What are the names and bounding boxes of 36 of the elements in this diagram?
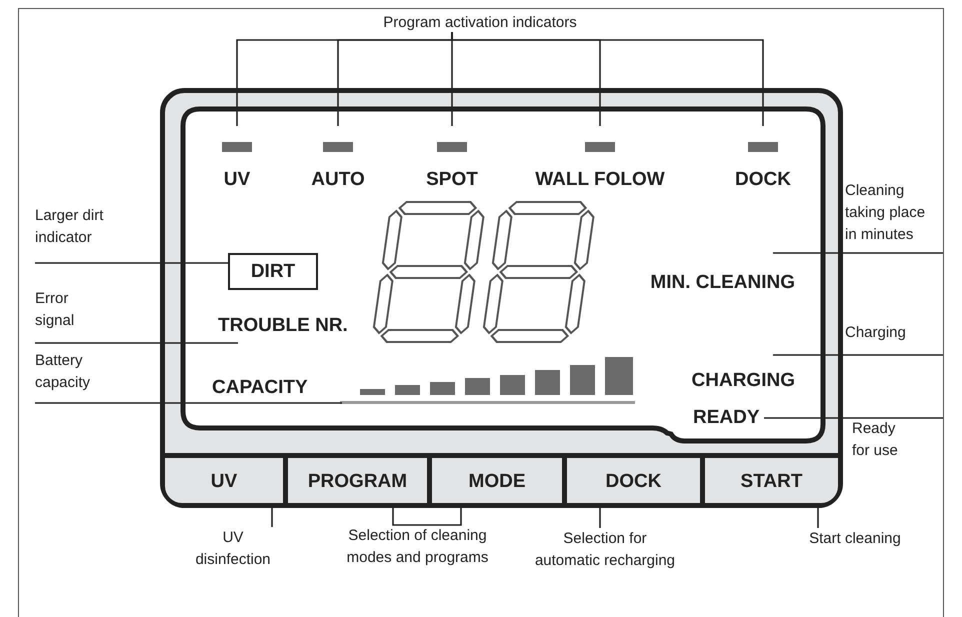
callout-text: Ready for use: [848, 418, 943, 482]
panel-button: DOCK: [567, 453, 705, 503]
indicator-label: WALL FOLOW: [535, 168, 665, 192]
indicator-label: SPOT: [426, 168, 478, 192]
panel-button: UV: [165, 453, 288, 503]
control-panel: [160, 88, 843, 508]
leader-line: [451, 32, 764, 126]
leader-line: [764, 417, 943, 419]
callout-text: Battery capacity: [35, 350, 135, 403]
callout-text: Error signal: [35, 288, 97, 346]
leader-line: [35, 262, 228, 264]
leader-line: [35, 402, 342, 404]
indicator-label: DOCK: [735, 168, 791, 192]
leader-line: [773, 252, 943, 254]
callout-text: UV disinfection: [183, 527, 283, 575]
callout-text: Start cleaning: [775, 528, 935, 558]
callout-text: Larger dirt indicator: [35, 205, 145, 266]
status-label: CHARGING: [665, 355, 795, 393]
status-label: TROUBLE NR.: [218, 309, 363, 343]
leader-line: [773, 354, 943, 356]
indicator-label: AUTO: [311, 168, 365, 192]
status-label: CAPACITY: [212, 372, 342, 403]
lcd-screen: [180, 106, 826, 444]
callout-text: Selection of cleaning modes and programs: [335, 525, 500, 575]
status-indicator: DIRT: [228, 253, 318, 290]
callout-text: Program activation indicators: [380, 12, 580, 32]
leader-line: [35, 342, 238, 344]
callout-text: Cleaning taking place in minutes: [845, 180, 943, 254]
panel-button: START: [705, 453, 838, 503]
status-label: MIN. CLEANING: [612, 253, 795, 295]
panel-button: MODE: [432, 453, 567, 503]
panel-button: PROGRAM: [288, 453, 432, 503]
callout-text: Charging: [845, 322, 943, 355]
callout-text: Selection for automatic recharging: [530, 528, 680, 576]
indicator-label: UV: [224, 168, 250, 192]
status-label: READY: [693, 405, 764, 431]
